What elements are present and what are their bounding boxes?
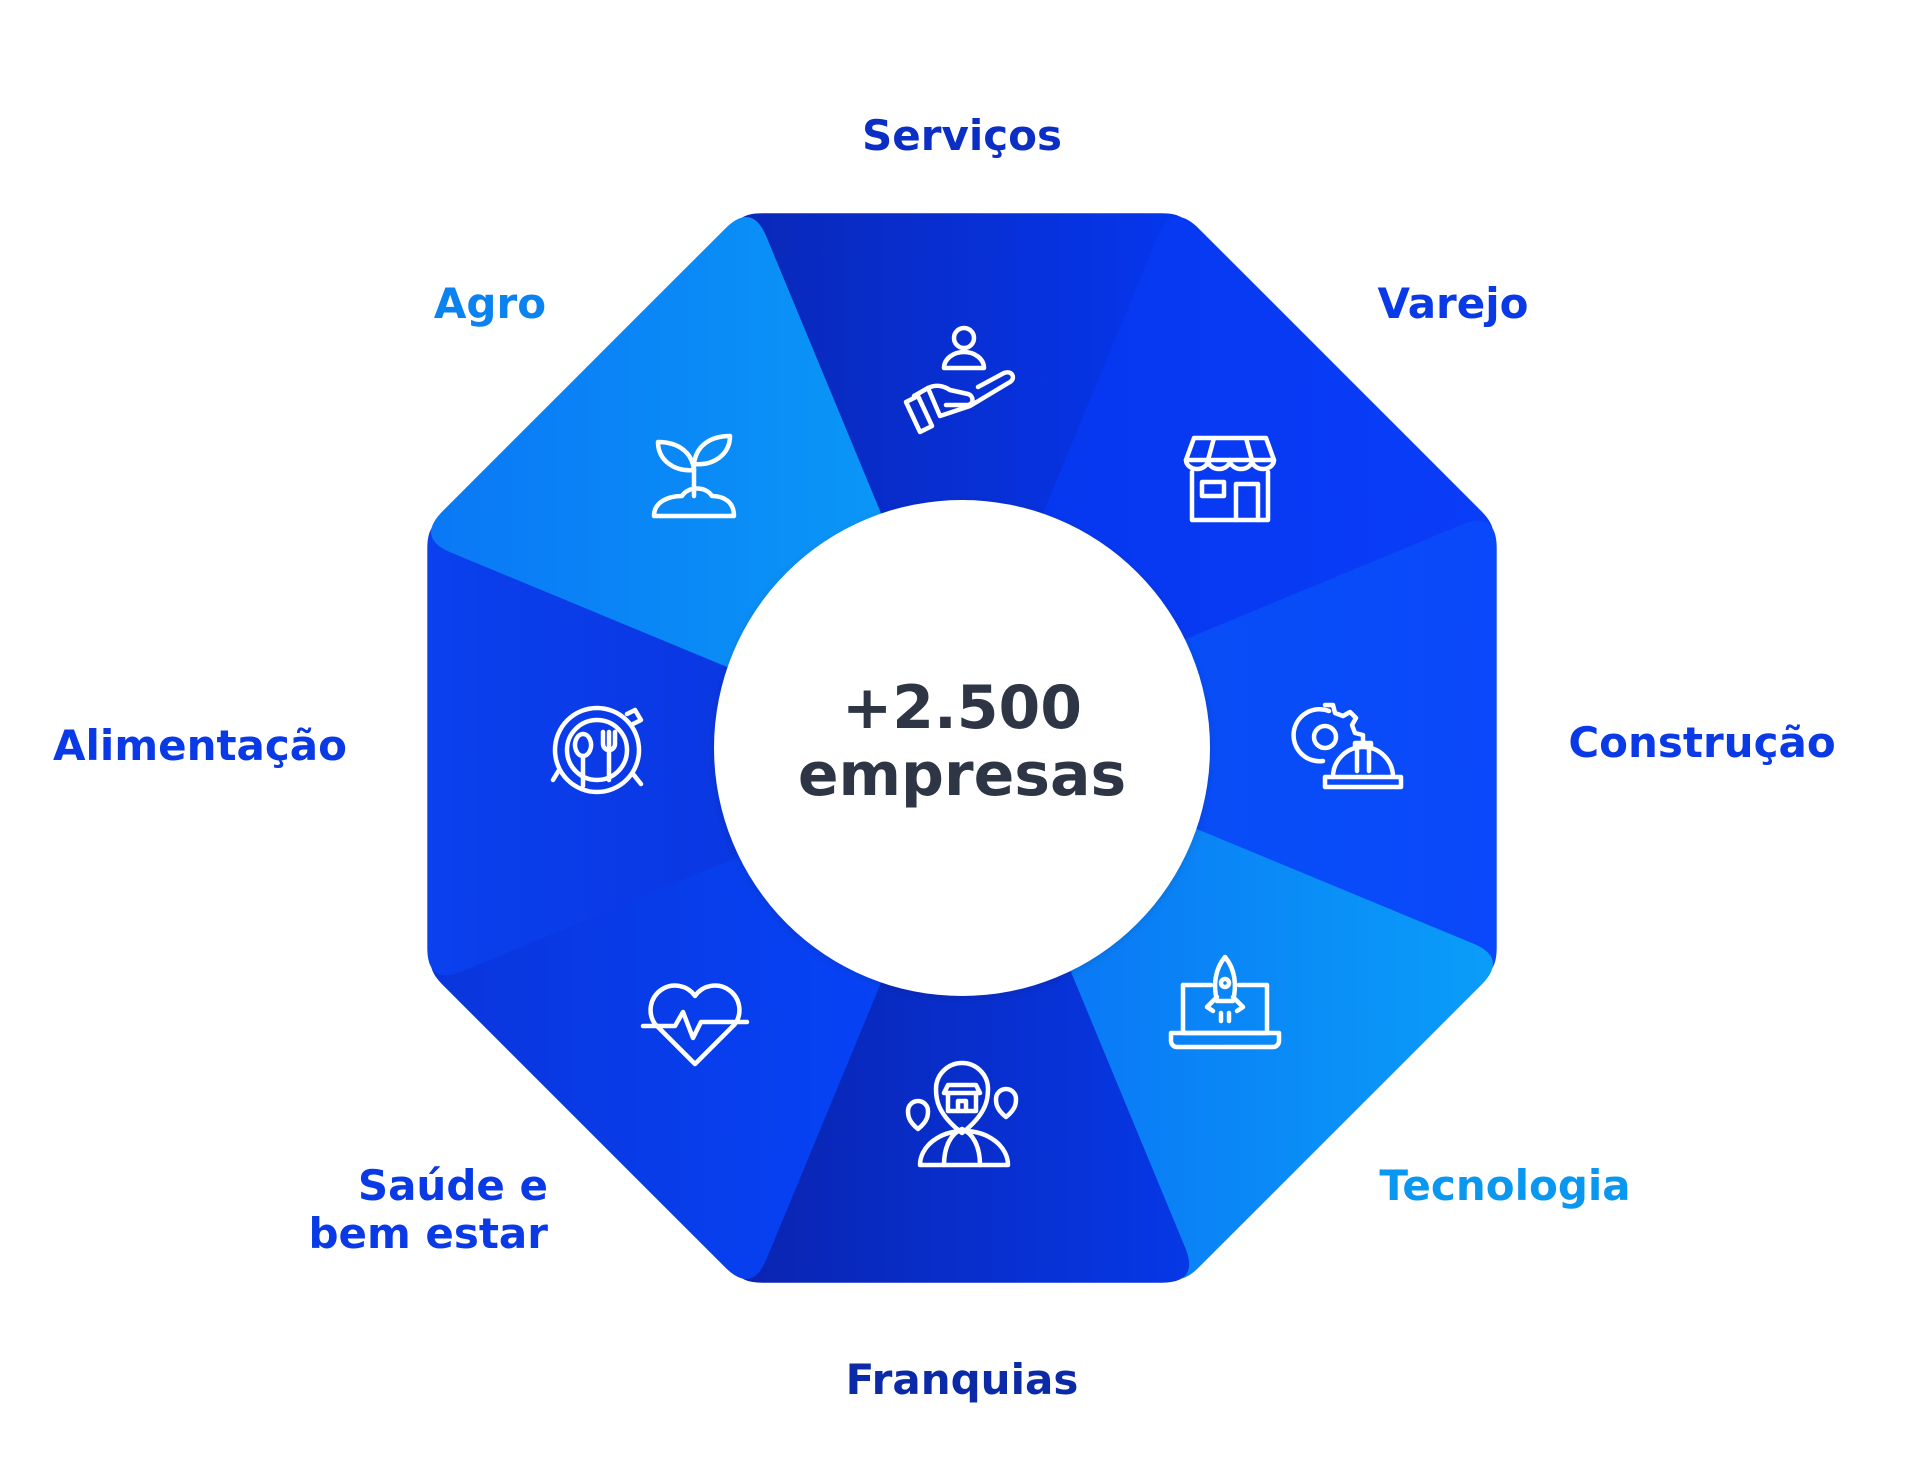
label-servicos: Serviços (862, 111, 1062, 160)
label-alimentacao: Alimentação (53, 721, 347, 770)
label-agro: Agro (434, 279, 546, 328)
label-tecnologia: Tecnologia (1379, 1161, 1630, 1210)
center-circle (714, 500, 1210, 996)
center-caption: empresas (798, 740, 1126, 810)
label-construcao: Construção (1568, 718, 1835, 767)
segment-serviços (734, 213, 1190, 770)
store-location-pins-icon (905, 1060, 1019, 1168)
labels-layer: Serviços Varejo Construção Tecnologia Fr… (53, 111, 1836, 1404)
gear-hardhat-icon (1291, 702, 1404, 790)
segment-alimentacao (427, 520, 984, 976)
label-saude-line2: bem estar (308, 1209, 548, 1258)
icons-layer (550, 325, 1404, 1168)
sprout-icon (651, 433, 737, 519)
storefront-icon (1183, 435, 1277, 523)
laptop-rocket-icon (1168, 954, 1282, 1050)
label-franquias: Franquias (846, 1355, 1079, 1404)
center-count: +2.500 (842, 673, 1082, 743)
hand-with-person-icon (903, 325, 1016, 435)
center-badge (714, 500, 1210, 996)
label-saude-line1: Saúde e (358, 1161, 548, 1210)
heart-pulse-icon (640, 983, 750, 1067)
plate-cutlery-icon (550, 705, 644, 795)
segment-franquias (734, 726, 1190, 1283)
segment-construção (940, 520, 1497, 976)
label-varejo: Varejo (1378, 279, 1529, 328)
